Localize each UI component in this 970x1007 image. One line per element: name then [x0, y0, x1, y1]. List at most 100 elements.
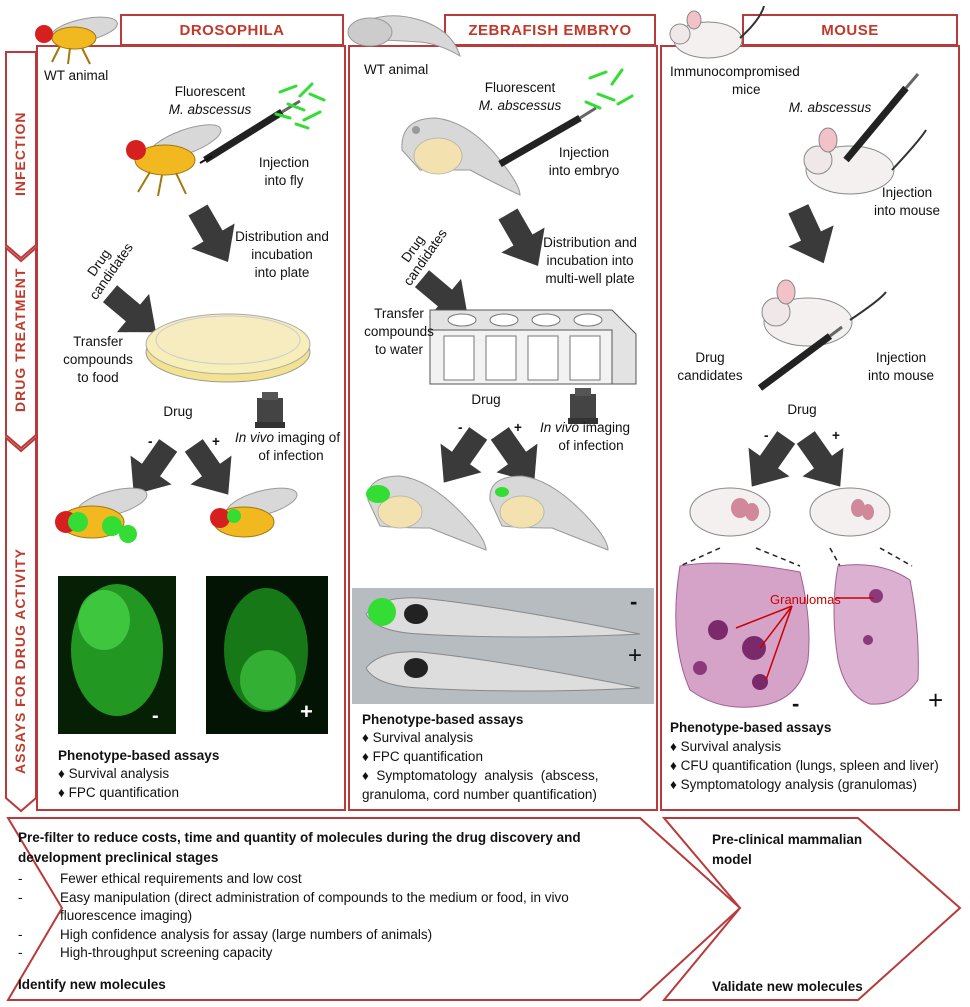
wt-fly-icon — [35, 16, 118, 65]
list-item: -Fewer ethical requirements and low cost — [18, 871, 302, 886]
dros-drug-label: Drug — [163, 404, 193, 419]
zf-into-label: into embryo — [548, 163, 620, 178]
dros-transfer-label-2: compounds — [63, 352, 133, 367]
bottom-left-chevron — [6, 817, 742, 1001]
dros-assays-title: Phenotype-based assays — [58, 748, 220, 763]
mouse-plus-icon — [809, 487, 891, 537]
mouse-assays-list: ♦ Survival analysis ♦ CFU quantification… — [670, 737, 939, 794]
zf-drug-label: Drug — [471, 392, 501, 407]
side-arrow-assays — [5, 435, 37, 813]
dros-into-label: into fly — [264, 173, 304, 188]
header-mouse: MOUSE — [742, 14, 958, 46]
granulomas-label: Granulomas — [770, 592, 841, 607]
dros-dist-label-3: into plate — [254, 265, 310, 280]
dros-transfer-label-1: Transfer — [73, 334, 123, 349]
zf-fluorescent-label: Fluorescent — [484, 80, 556, 95]
immunocompromised-mouse-icon — [669, 5, 765, 59]
zf-invivo-label-1: In vivo imaging — [540, 420, 630, 436]
header-drosophila: DROSOPHILA — [120, 14, 344, 46]
zf-invivo-label-2: of infection — [558, 438, 624, 453]
bullet-text: fluorescence imaging) — [60, 908, 193, 923]
list-item: ♦ FPC quantification — [58, 785, 179, 800]
dros-injection-label: Injection — [258, 155, 310, 170]
list-item: -High confidence analysis for assay (lar… — [18, 926, 433, 942]
zf-invivo-italic: In vivo — [540, 420, 580, 435]
dros-invivo-rest: imaging of — [274, 430, 341, 445]
embryo-minus-icon — [366, 475, 487, 551]
dros-dist-label-1: Distribution and — [235, 229, 329, 244]
syringe-mouse-drug-icon — [757, 325, 843, 391]
bottom-left-title-1: Pre-filter to reduce costs, time and qua… — [18, 830, 581, 845]
mouse-img-plus: + — [928, 685, 944, 715]
dros-transfer-label-3: to food — [77, 370, 119, 385]
zf-img-plus: + — [628, 642, 643, 669]
mouse-injection2-label: Injection — [875, 350, 927, 365]
bottom-left-footer: Identify new molecules — [18, 977, 166, 992]
zf-dist-label-3: multi-well plate — [545, 271, 635, 286]
dros-img-plus: + — [300, 699, 313, 724]
dros-invivo-label-1: In vivo imaging of — [235, 430, 340, 446]
mouse-plus-label: + — [832, 428, 840, 443]
mouse-drug-cand-2: candidates — [677, 368, 743, 383]
bottom-right-title-1: Pre-clinical mammalian — [712, 832, 863, 847]
mouse-drug-label: Drug — [787, 402, 817, 417]
fly-plus-icon — [210, 487, 298, 538]
list-item: ♦ Survival analysis — [362, 730, 474, 745]
zf-dist-label-2: incubation into — [546, 253, 634, 268]
list-item: ♦ Survival analysis — [670, 739, 782, 754]
list-item: granuloma, cord number quantification) — [362, 787, 597, 802]
dros-plus-label: + — [212, 434, 220, 449]
dros-img-minus: - — [152, 705, 159, 727]
zf-minus-label: - — [458, 420, 463, 435]
bullet-text: Fewer ethical requirements and low cost — [60, 871, 302, 886]
zf-species-label: M. abscessus — [478, 98, 562, 113]
zf-img-minus: - — [630, 589, 638, 614]
mouse-immuno-label-1: Immunocompromised — [670, 64, 800, 79]
petri-dish-icon — [145, 313, 311, 383]
bullet-text: High-throughput screening capacity — [60, 945, 273, 960]
dros-minus-label: - — [148, 434, 153, 449]
dros-fluorescent-label: Fluorescent — [174, 84, 246, 99]
dros-assays-list: ♦ Survival analysis ♦ FPC quantification — [58, 764, 179, 802]
zf-transfer-label-3: to water — [374, 342, 424, 357]
list-item: ♦ Symptomatology analysis (abscess, — [362, 768, 599, 783]
syringe-embryo-icon — [498, 106, 597, 168]
syringe-mouse-icon — [843, 73, 920, 163]
bacteria-fly-icon — [274, 82, 326, 130]
zf-transfer-label-2: compounds — [364, 324, 434, 339]
embryo-plus-icon — [489, 475, 609, 551]
dros-wt-label: WT animal — [44, 68, 109, 83]
side-arrows — [5, 51, 37, 813]
bottom-left-list: -Fewer ethical requirements and low cost… — [18, 870, 569, 963]
camera-embryo-icon — [568, 388, 598, 424]
dros-species-label: M. abscessus — [168, 102, 252, 117]
mouse-injected-icon — [803, 127, 927, 195]
list-item: fluorescence imaging) — [18, 907, 569, 926]
fly-minus-icon — [55, 487, 148, 543]
bottom-left-title-2: development preclinical stages — [18, 850, 219, 865]
list-item: ♦ Symptomatology analysis (granulomas) — [670, 777, 917, 792]
mouse-minus-label: - — [764, 428, 769, 443]
zf-assays-list: ♦ Survival analysis ♦ FPC quantification… — [362, 728, 652, 804]
bottom-right-title-2: model — [712, 852, 752, 867]
dros-invivo-label-2: of infection — [258, 448, 324, 463]
lung-tissue-plus-image — [833, 564, 919, 705]
mouse-into-label: into mouse — [873, 203, 941, 218]
side-arrow-drug-treatment — [5, 245, 37, 450]
mouse-species-label: M. abscessus — [788, 100, 872, 115]
mouse-minus-icon — [689, 487, 771, 537]
zf-wt-label: WT animal — [364, 62, 429, 77]
camera-fly-icon — [255, 392, 285, 428]
bottom-right-footer: Validate new molecules — [712, 979, 863, 994]
embryo-injected-icon — [401, 117, 521, 196]
list-item: ♦ CFU quantification (lungs, spleen and … — [670, 758, 939, 773]
mouse-drug-cand-1: Drug — [695, 350, 725, 365]
wt-embryo-icon — [347, 15, 461, 58]
zf-injection-label: Injection — [558, 145, 610, 160]
mouse-assays-title: Phenotype-based assays — [670, 720, 832, 735]
zf-dist-label-1: Distribution and — [543, 235, 637, 250]
mouse-img-minus: - — [792, 691, 800, 716]
mouse-injection-label: Injection — [881, 185, 933, 200]
granuloma-pointers — [735, 597, 874, 681]
